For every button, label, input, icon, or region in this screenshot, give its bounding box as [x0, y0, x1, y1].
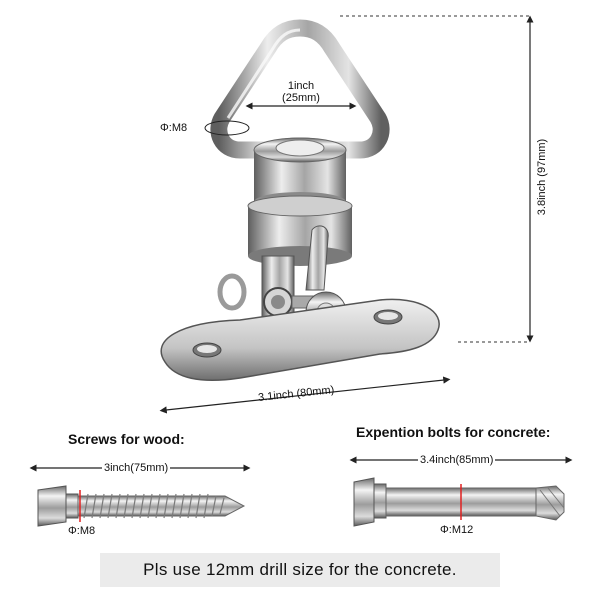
swivel-hook-image [160, 19, 440, 381]
concrete-bolt-heading: Expention bolts for concrete: [356, 424, 551, 440]
wood-screw-heading: Screws for wood: [68, 431, 185, 447]
wood-screw-diameter-label: Φ:M8 [68, 525, 96, 537]
inner-width-label-line2: (25mm) [282, 92, 320, 104]
wood-screw-length-label: 3inch(75mm) [102, 462, 171, 474]
ring-diameter-label: Φ:M8 [160, 122, 188, 134]
expansion-bolt-image [349, 456, 573, 527]
wood-screw-image [29, 464, 251, 527]
height-label: 3.8inch (97mm) [536, 138, 548, 216]
drill-size-note: Pls use 12mm drill size for the concrete… [100, 553, 500, 587]
inner-width-label-line1: 1inch [287, 80, 315, 92]
concrete-bolt-diameter-label: Φ:M12 [440, 524, 474, 536]
concrete-bolt-length-label: 3.4inch(85mm) [418, 454, 496, 466]
